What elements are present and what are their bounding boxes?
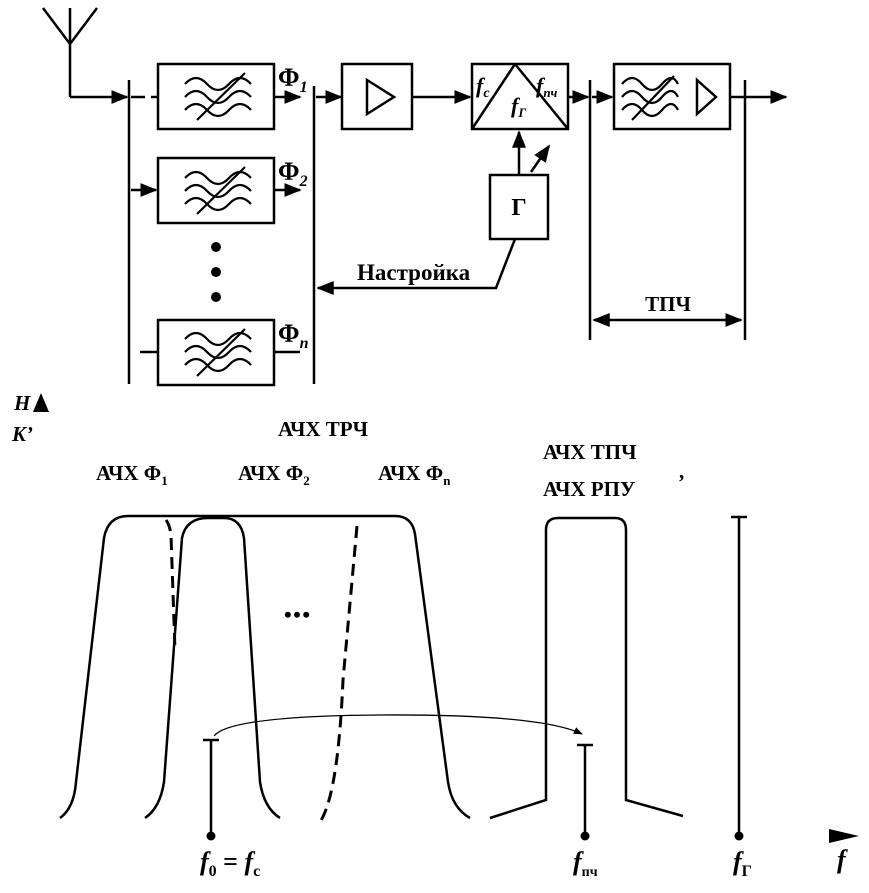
amplifier-triangle-icon	[365, 77, 397, 117]
filter-1-block	[131, 62, 302, 131]
y-axis-label-h: H	[13, 391, 31, 415]
tpch-comma: ,	[679, 459, 684, 483]
antenna-icon	[42, 7, 129, 104]
tuning-label: Настройка	[357, 260, 471, 285]
fg-label: fГ	[733, 847, 752, 880]
response-graph: H K’ АЧХ ТРЧ АЧХ Φ1 АЧХ Φ2 АЧХ Φn АЧХ ТП…	[11, 391, 859, 880]
fpch-label: fпч	[573, 847, 598, 880]
filter-1-label: Φ1	[278, 63, 308, 96]
if-filter-amplifier-block	[592, 62, 788, 131]
bandpass-filter-icon	[184, 328, 252, 377]
filter-1-edge-dashed	[164, 519, 177, 651]
signal-marker-dot	[206, 831, 216, 841]
block-diagram-labels: Φ1 Φ2 Φn fc fГ fпч Г Настройка ТПЧ	[211, 63, 691, 352]
if-amplifier-triangle-icon	[695, 77, 718, 117]
oscillator-marker-dot	[734, 831, 744, 841]
filter-n-label: Φn	[278, 319, 309, 352]
trch-response-label: АЧХ ТРЧ	[278, 417, 369, 441]
mixer-oscillator-freq: fГ	[511, 93, 526, 120]
f-axis-arrow-icon	[829, 829, 859, 843]
oscillator-label: Г	[511, 195, 526, 221]
y-axis-label-k: K’	[11, 422, 33, 446]
trch-envelope-curve	[59, 514, 471, 820]
f0-label: f0 = fc	[200, 847, 260, 880]
frequency-conversion-arrow	[213, 714, 583, 737]
filter-2-label: Φ2	[278, 157, 308, 190]
mixer-block	[470, 62, 590, 131]
filter-dot-2	[211, 267, 221, 277]
tpch-response-label: АЧХ ТПЧ	[543, 440, 637, 464]
mixer-output-freq: fпч	[536, 73, 558, 100]
if-filter-icon	[621, 75, 679, 121]
amplifier-block	[316, 62, 472, 131]
tuning-line	[316, 238, 517, 295]
filter-dot-3	[211, 292, 221, 302]
rpu-response-label: АЧХ РПУ	[543, 477, 635, 501]
filter-2-block	[131, 156, 302, 225]
filter-n-block	[140, 318, 300, 387]
block-diagram	[42, 7, 788, 387]
mixer-input-freq: fc	[476, 73, 490, 101]
if-marker-dot	[580, 831, 590, 841]
f-axis-label: f	[837, 845, 848, 874]
bandpass-filter-icon	[184, 166, 252, 215]
tpch-label: ТПЧ	[645, 292, 691, 316]
bandpass-filter-icon	[184, 72, 252, 121]
filter-dot-1	[211, 242, 221, 252]
filter-2-response-label: АЧХ Φ2	[238, 461, 310, 488]
filter-n-response-label: АЧХ Φn	[378, 461, 451, 488]
filter-n-edge-dashed	[318, 525, 359, 823]
filter-1-response-label: АЧХ Φ1	[96, 461, 168, 488]
tpch-response-curve	[489, 516, 684, 820]
filter-2-response-curve	[144, 516, 281, 820]
y-axis-arrow-icon	[33, 393, 49, 412]
ellipsis-marker: • • •	[284, 602, 309, 627]
oscillator-block	[316, 130, 551, 295]
